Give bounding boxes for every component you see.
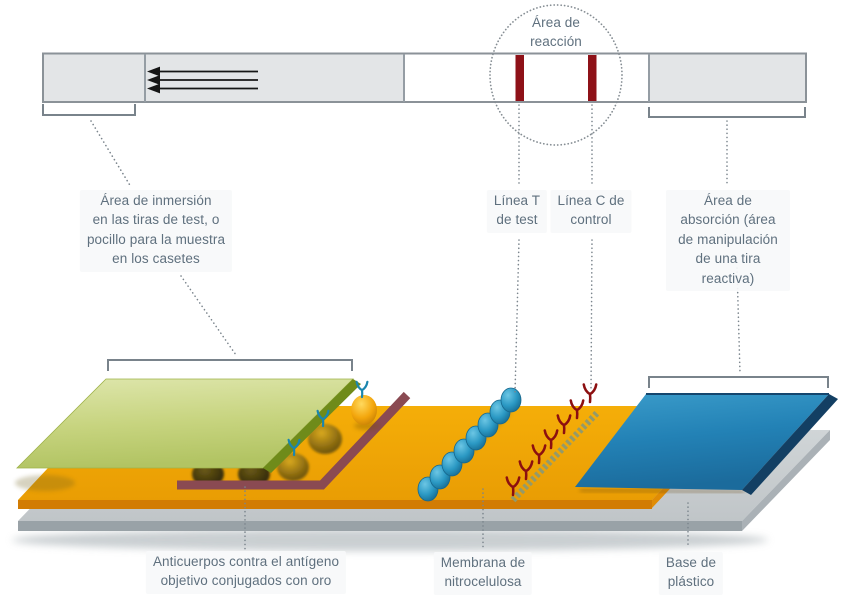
pad-corner-shadow bbox=[15, 475, 75, 491]
plastic-base-label: Base de plástico bbox=[658, 552, 724, 595]
reaction-area-circle bbox=[489, 4, 623, 146]
gold-nanoparticle-mid bbox=[308, 424, 342, 454]
test-line-label: Línea T de test bbox=[486, 190, 548, 233]
exploded-strip-3d bbox=[12, 359, 838, 551]
layer-brackets bbox=[107, 359, 829, 388]
conjugate-antibodies-label: Anticuerpos contra el antígeno objetivo … bbox=[145, 551, 347, 594]
connector-control-line-lower bbox=[590, 239, 593, 392]
control-line-label: Línea C de control bbox=[550, 190, 632, 233]
strip-brackets bbox=[42, 104, 806, 118]
absorbent-pad-3d bbox=[575, 393, 838, 495]
connector-test-line-lower bbox=[514, 239, 520, 394]
connector-immersion-upper bbox=[90, 120, 132, 188]
bracket-absorbent-pad bbox=[648, 376, 829, 388]
gold-nanoparticle-bright bbox=[351, 395, 377, 425]
control-line-printed-strip bbox=[510, 409, 601, 503]
connector-absorption-lower bbox=[736, 267, 741, 374]
bracket-sample-pad bbox=[107, 359, 353, 371]
absorption-area-label: Área de absorción (área de manipulación … bbox=[666, 190, 790, 292]
sample-pad-3d bbox=[16, 378, 361, 473]
flow-arrows-icon bbox=[147, 66, 258, 94]
ground-shadow bbox=[12, 529, 768, 551]
reaction-area-label: Área de reacción bbox=[530, 15, 582, 50]
test-line-T bbox=[515, 55, 524, 101]
test-line-beads bbox=[417, 387, 522, 502]
immersion-area-label: Área de inmersión en las tiras de test, … bbox=[79, 190, 233, 272]
reaction-section bbox=[404, 54, 649, 101]
control-line-C bbox=[588, 55, 597, 101]
absorbent-pad-shadow bbox=[579, 487, 745, 495]
test-strip bbox=[42, 52, 807, 103]
connector-immersion-lower bbox=[180, 275, 237, 356]
membrane-label: Membrana de nitrocelulosa bbox=[433, 552, 533, 595]
bracket-immersion-area bbox=[42, 104, 136, 116]
dotted-connectors bbox=[90, 104, 741, 551]
bracket-absorption-area bbox=[648, 107, 806, 118]
